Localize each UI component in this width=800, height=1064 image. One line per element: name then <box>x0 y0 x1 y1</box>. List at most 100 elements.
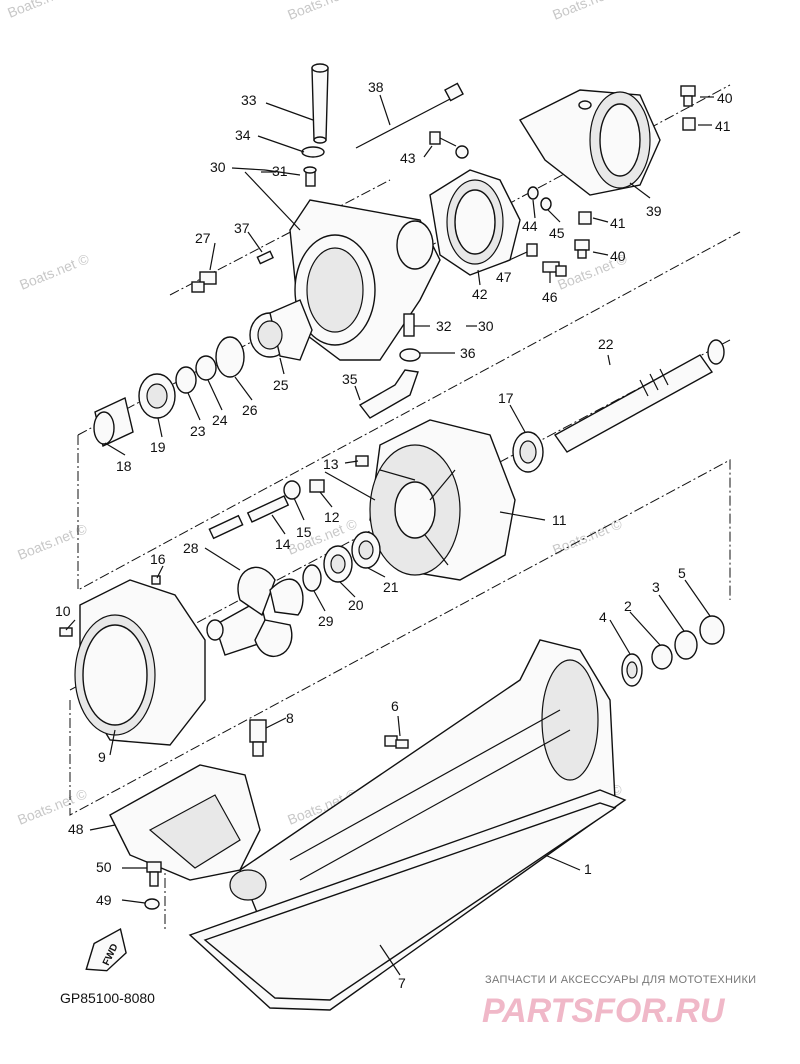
callout-30: 30 <box>478 318 494 334</box>
part-18-spacer <box>93 397 134 447</box>
part-26-o-ring <box>215 336 245 378</box>
part-50-bolt <box>146 861 162 887</box>
callout-10: 10 <box>55 603 71 619</box>
part-45-nut <box>540 197 552 211</box>
callout-16: 16 <box>150 551 166 567</box>
watermark: Boats.net © <box>550 0 625 23</box>
brand-logo: ЗАПЧАСТИ И АКСЕССУАРЫ ДЛЯ МОТОТЕХНИКИ PA… <box>482 974 756 1030</box>
part-7-plate <box>188 789 627 1011</box>
callout-40: 40 <box>610 248 626 264</box>
part-12-cap <box>309 479 325 493</box>
part-31-screw <box>303 166 317 187</box>
watermark: Boats.net © <box>285 0 360 23</box>
callout-33: 33 <box>241 92 257 108</box>
part-34-clamp <box>301 146 325 158</box>
part-11-impeller-housing <box>369 419 516 581</box>
callout-37: 37 <box>234 220 250 236</box>
part-20-seal <box>323 545 353 583</box>
part-10-pin <box>59 627 73 637</box>
callout-26: 26 <box>242 402 258 418</box>
callout-43: 43 <box>400 150 416 166</box>
callout-21: 21 <box>383 579 399 595</box>
part-49-washer <box>144 898 160 910</box>
callout-40: 40 <box>717 90 733 106</box>
callout-15: 15 <box>296 524 312 540</box>
callout-39: 39 <box>646 203 662 219</box>
part-2-bushing <box>651 644 673 670</box>
callout-2: 2 <box>624 598 632 614</box>
part-28-impeller <box>206 566 304 658</box>
callout-5: 5 <box>678 565 686 581</box>
part-32-sleeve <box>403 313 415 337</box>
callout-11: 11 <box>552 512 567 528</box>
part-29-washer <box>302 564 322 592</box>
part-15-washer <box>283 480 301 500</box>
callout-4: 4 <box>599 609 607 625</box>
callout-41: 41 <box>715 118 731 134</box>
callout-50: 50 <box>96 859 112 875</box>
part-33-pipe <box>311 63 329 144</box>
callout-13: 13 <box>323 456 339 472</box>
part-23-washer <box>175 366 197 394</box>
callout-41: 41 <box>610 215 626 231</box>
part-46-bolt <box>542 261 567 277</box>
part-14-pins <box>208 495 290 540</box>
callout-17: 17 <box>498 390 514 406</box>
watermark: Boats.net © <box>5 0 80 21</box>
callout-32: 32 <box>436 318 452 334</box>
part-35-hose <box>358 369 419 419</box>
callout-3: 3 <box>652 579 660 595</box>
callout-30: 30 <box>210 159 226 175</box>
callout-48: 48 <box>68 821 84 837</box>
callout-25: 25 <box>273 377 289 393</box>
brand-tagline: ЗАПЧАСТИ И АКСЕССУАРЫ ДЛЯ МОТОТЕХНИКИ <box>485 974 756 986</box>
part-22-shaft <box>553 339 725 453</box>
callout-1: 1 <box>584 861 592 877</box>
watermark: Boats.net © <box>15 520 90 563</box>
callout-6: 6 <box>391 698 399 714</box>
watermark: Boats.net © <box>17 250 92 293</box>
callout-34: 34 <box>235 127 251 143</box>
part-48-cover <box>109 764 261 881</box>
part-8-plug <box>249 719 267 757</box>
callout-31: 31 <box>272 163 288 179</box>
callout-38: 38 <box>368 79 384 95</box>
callout-18: 18 <box>116 458 132 474</box>
part-38-bolt <box>355 82 464 149</box>
callout-7: 7 <box>398 975 406 991</box>
callout-23: 23 <box>190 423 206 439</box>
part-27-bolt <box>191 271 217 293</box>
callout-28: 28 <box>183 540 199 556</box>
part-43-bolt <box>429 131 457 147</box>
callout-20: 20 <box>348 597 364 613</box>
callout-47: 47 <box>496 269 512 285</box>
part-40-bolt-mid <box>574 239 590 259</box>
part-36-clamp <box>399 348 421 362</box>
part-41-collar-top <box>682 117 696 131</box>
part-21-seal <box>351 531 381 569</box>
part-5-cap <box>699 615 725 645</box>
part-40-bolt-top <box>680 85 696 107</box>
part-19-bearing <box>138 373 176 419</box>
leader-lines <box>65 94 714 976</box>
callout-35: 35 <box>342 371 358 387</box>
drawing-code: GP85100-8080 <box>60 990 155 1006</box>
part-41-collar-mid <box>578 211 592 225</box>
callout-19: 19 <box>150 439 166 455</box>
callout-22: 22 <box>598 336 614 352</box>
part-17-bearing <box>512 431 544 473</box>
part-47-collar <box>526 243 538 257</box>
part-25-elbow <box>249 299 313 361</box>
callout-9: 9 <box>98 749 106 765</box>
callout-12: 12 <box>324 509 340 525</box>
part-44-washer <box>527 186 539 200</box>
part-43-washer <box>455 145 469 159</box>
part-24-nut <box>195 355 217 381</box>
part-9-duct <box>74 579 206 746</box>
callout-49: 49 <box>96 892 112 908</box>
callout-14: 14 <box>275 536 291 552</box>
part-4-gear <box>621 653 643 687</box>
part-3-bearing <box>674 630 698 660</box>
callout-42: 42 <box>472 286 488 302</box>
